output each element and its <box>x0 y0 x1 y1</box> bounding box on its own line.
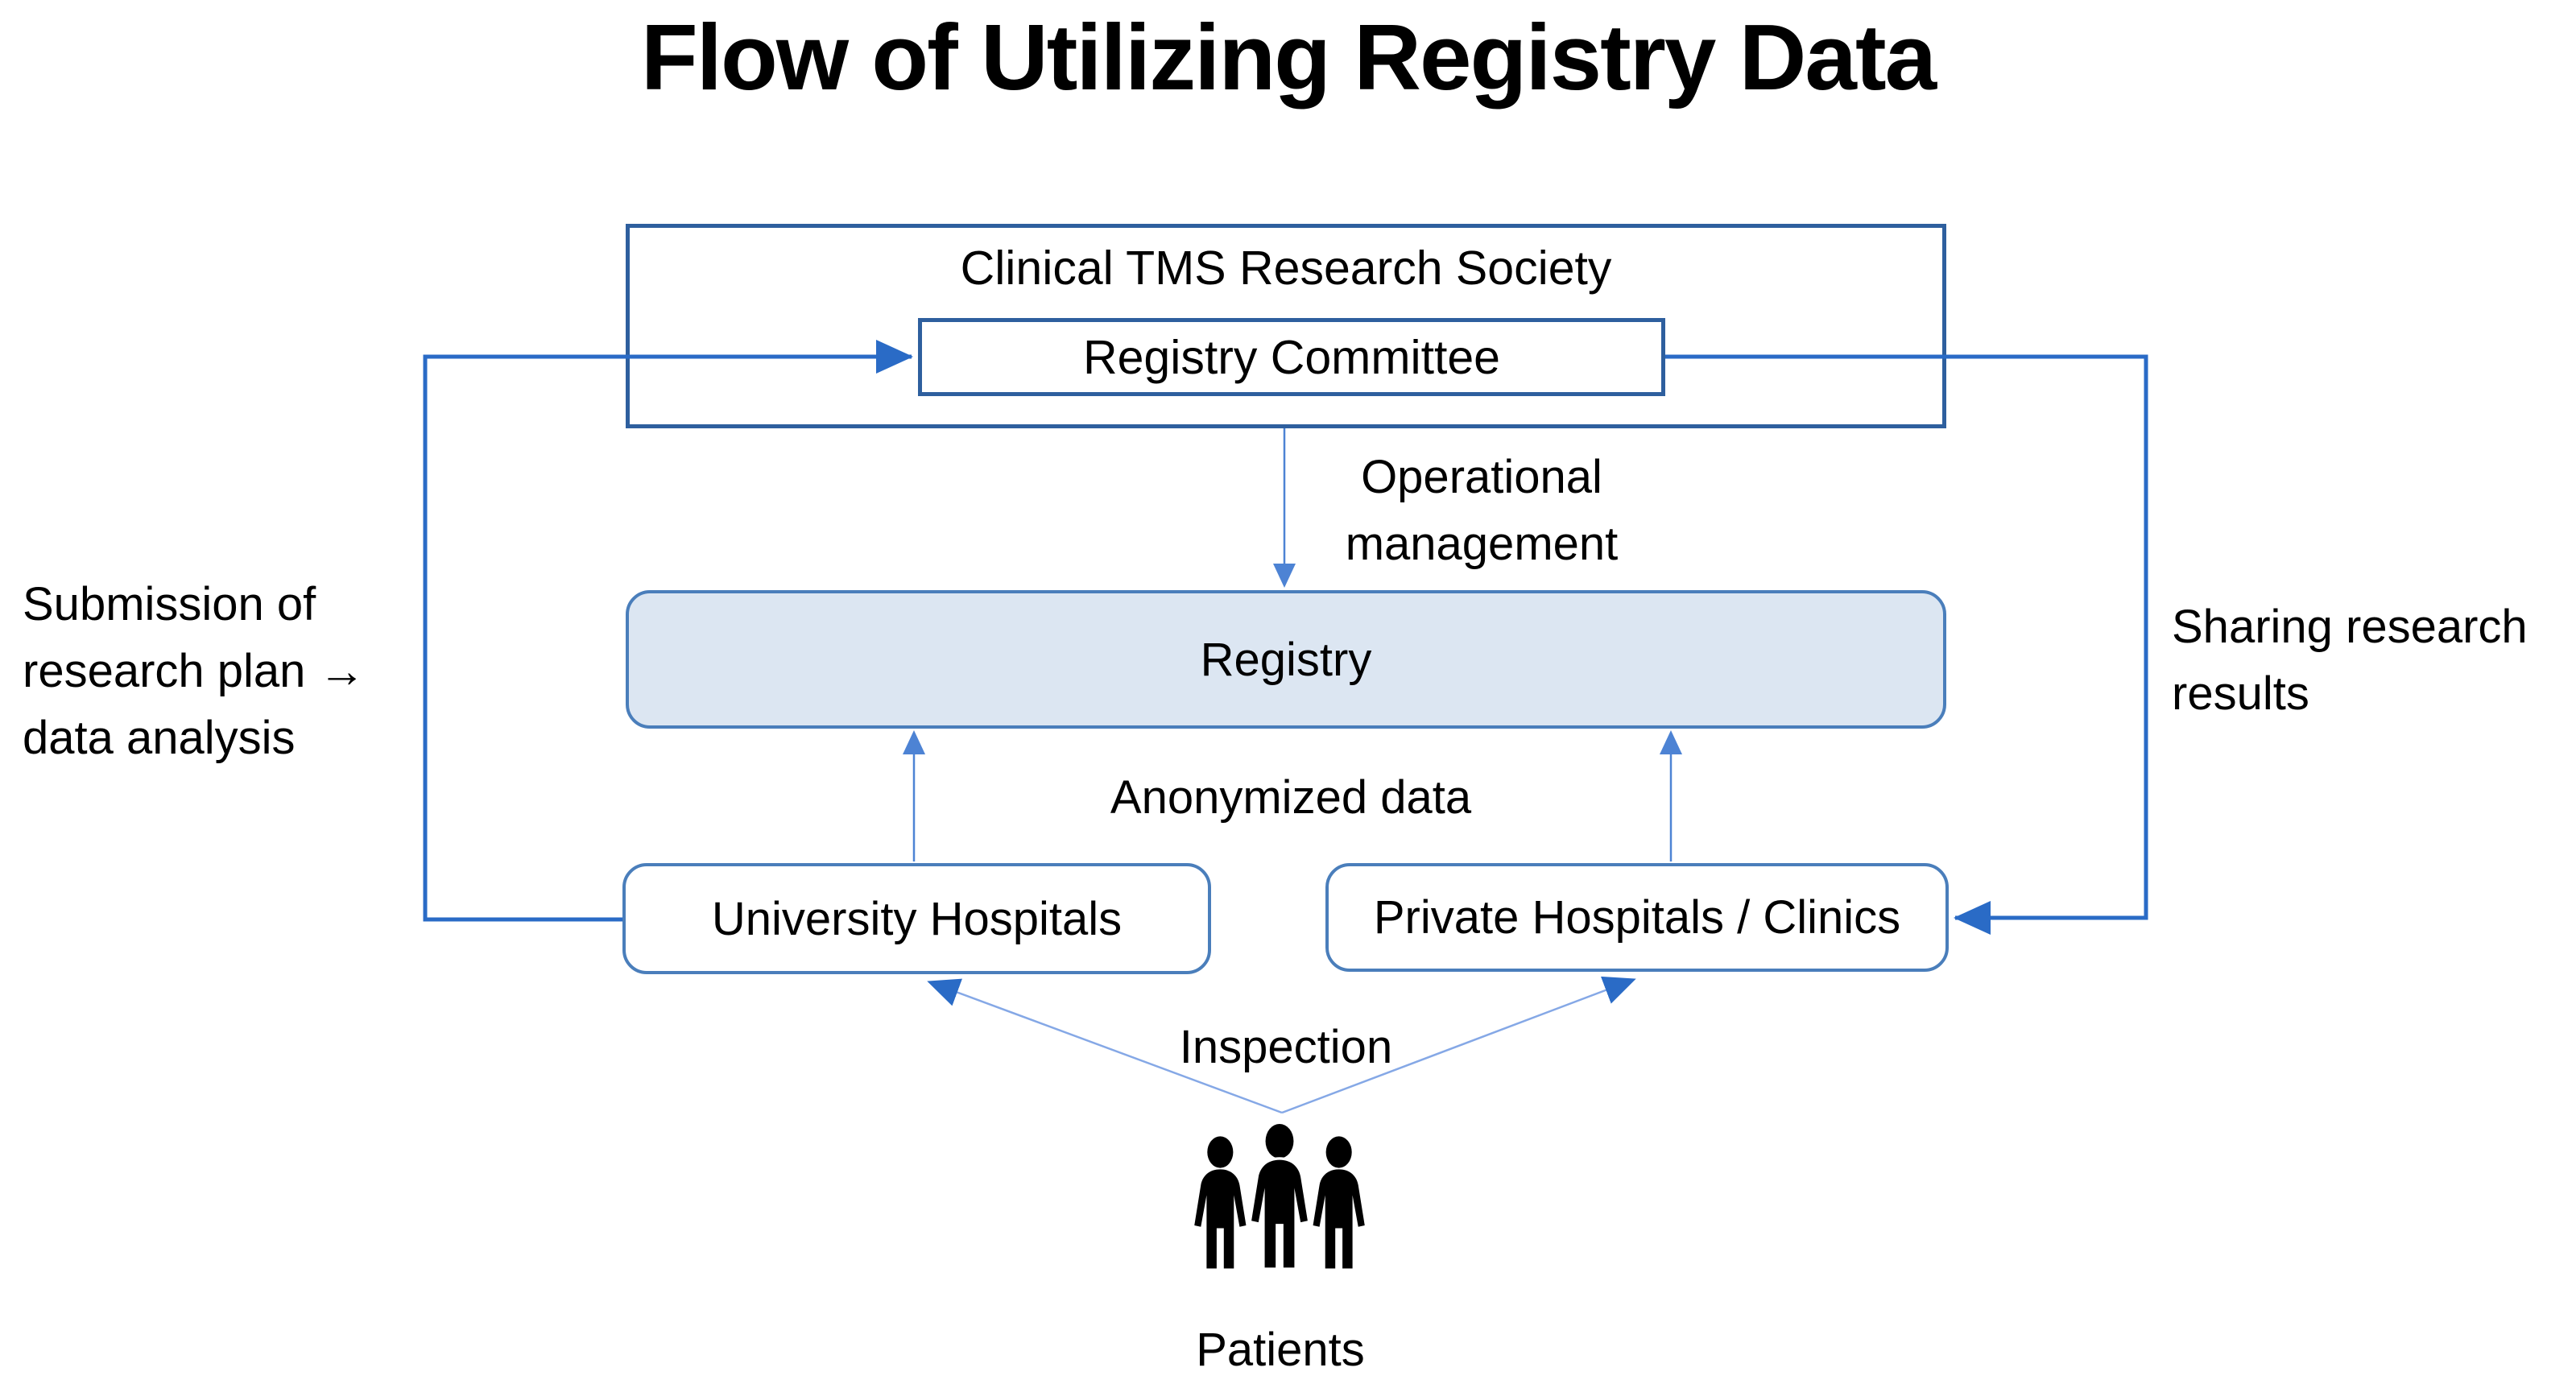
private-hospitals-clinics-label: Private Hospitals / Clinics <box>1373 891 1901 944</box>
people-icon <box>1194 1122 1365 1270</box>
page-title: Flow of Utilizing Registry Data <box>640 5 1937 109</box>
registry-committee-label: Registry Committee <box>1082 330 1500 384</box>
operational-management-label: Operational management <box>1345 451 1619 570</box>
inspection-label: Inspection <box>1179 1021 1393 1073</box>
registry-committee-box: Registry Committee <box>918 318 1665 396</box>
sharing-label: Sharing research results <box>2172 601 2528 720</box>
anonymized-data-label: Anonymized data <box>1110 771 1472 824</box>
university-hospitals-label: University Hospitals <box>711 892 1123 945</box>
submission-label: Submission of research plan → data analy… <box>23 578 366 764</box>
person-center <box>1248 1122 1311 1270</box>
university-hospitals-box: University Hospitals <box>622 863 1211 974</box>
patients-label: Patients <box>1196 1324 1365 1376</box>
registry-label: Registry <box>1200 633 1372 686</box>
person-right <box>1313 1136 1365 1269</box>
society-box: Clinical TMS Research Society <box>626 224 1946 428</box>
registry-box: Registry <box>626 590 1946 729</box>
private-hospitals-clinics-box: Private Hospitals / Clinics <box>1325 863 1949 972</box>
person-left <box>1194 1136 1247 1269</box>
society-label: Clinical TMS Research Society <box>960 242 1612 295</box>
